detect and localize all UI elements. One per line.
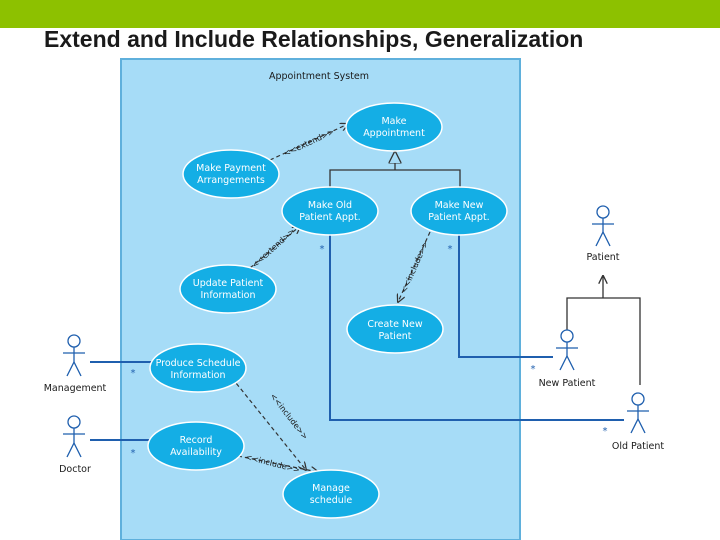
actor-label: Old Patient [612, 441, 665, 452]
usecase-label: Create New [367, 319, 423, 330]
actor-old-patient[interactable]: Old Patient [612, 392, 665, 452]
usecase-label: Patient Appt. [299, 212, 360, 223]
usecase-manage-schedule[interactable]: Manage schedule [282, 469, 380, 519]
usecase-make-appointment[interactable]: Make Appointment [345, 102, 443, 152]
usecase-generalization [329, 152, 461, 188]
extend-arrow-payment [269, 124, 348, 161]
multiplicity-old-patient: * [603, 426, 608, 437]
usecase-label: schedule [310, 495, 353, 506]
actor-doctor[interactable]: Doctor [59, 415, 91, 475]
actor-label: New Patient [539, 378, 596, 389]
line-make-new-new-patient [458, 225, 553, 358]
usecase-label: Patient [378, 331, 411, 342]
actor-label: Patient [586, 252, 619, 263]
actor-patient[interactable]: Patient [586, 205, 620, 263]
usecase-update-patient-info[interactable]: Update Patient Information [179, 264, 277, 314]
usecase-label: Patient Appt. [428, 212, 489, 223]
actor-new-patient[interactable]: New Patient [539, 329, 596, 389]
include-arrow-produce [231, 377, 306, 470]
multiplicity-new-patient: * [531, 364, 536, 375]
stick-figure-icon [63, 334, 85, 377]
system-label: Appointment System [269, 71, 369, 82]
usecase-label: Information [171, 370, 226, 381]
dependency-arrows [231, 124, 431, 472]
usecase-label: Record [180, 435, 213, 446]
usecase-label: Appointment [363, 128, 425, 139]
usecase-label: Make [381, 116, 406, 127]
usecase-label: Make Payment [196, 163, 266, 174]
top-accent-bar [0, 0, 720, 28]
usecase-make-payment[interactable]: Make Payment Arrangements [182, 149, 280, 199]
multiplicity-doctor: * [131, 448, 136, 459]
actor-label: Doctor [59, 464, 91, 475]
usecase-make-new-patient-appt[interactable]: Make New Patient Appt. [410, 186, 508, 236]
usecase-produce-schedule-info[interactable]: Produce Schedule Information [149, 343, 247, 393]
usecase-label: Update Patient [193, 278, 264, 289]
usecase-make-old-patient-appt[interactable]: Make Old Patient Appt. [281, 186, 379, 236]
stick-figure-icon [592, 205, 614, 247]
stick-figure-icon [556, 329, 578, 371]
usecase-label: Produce Schedule [156, 358, 241, 369]
slide-title: Extend and Include Relationships, Genera… [44, 26, 584, 52]
actor-management[interactable]: Management [44, 334, 107, 394]
usecase-label: Arrangements [197, 175, 265, 186]
multiplicity-management: * [131, 368, 136, 379]
usecase-label: Make New [435, 200, 484, 211]
usecase-label: Manage [312, 483, 350, 494]
multiplicity-make-new: * [448, 244, 453, 255]
actor-generalization [566, 276, 641, 385]
extend-arrow-update [249, 226, 300, 269]
use-cases: Make Appointment Make Payment Arrangemen… [147, 102, 508, 519]
stick-figure-icon [63, 415, 85, 458]
multiplicity-make-old: * [320, 244, 325, 255]
usecase-label: Information [201, 290, 256, 301]
usecase-label: Make Old [308, 200, 352, 211]
stick-figure-icon [627, 392, 649, 434]
usecase-record-availability[interactable]: Record Availability [147, 421, 245, 471]
usecase-label: Availability [170, 447, 222, 458]
include-arrow-create [398, 231, 431, 302]
usecase-create-new-patient[interactable]: Create New Patient [346, 304, 444, 354]
actor-label: Management [44, 383, 107, 394]
